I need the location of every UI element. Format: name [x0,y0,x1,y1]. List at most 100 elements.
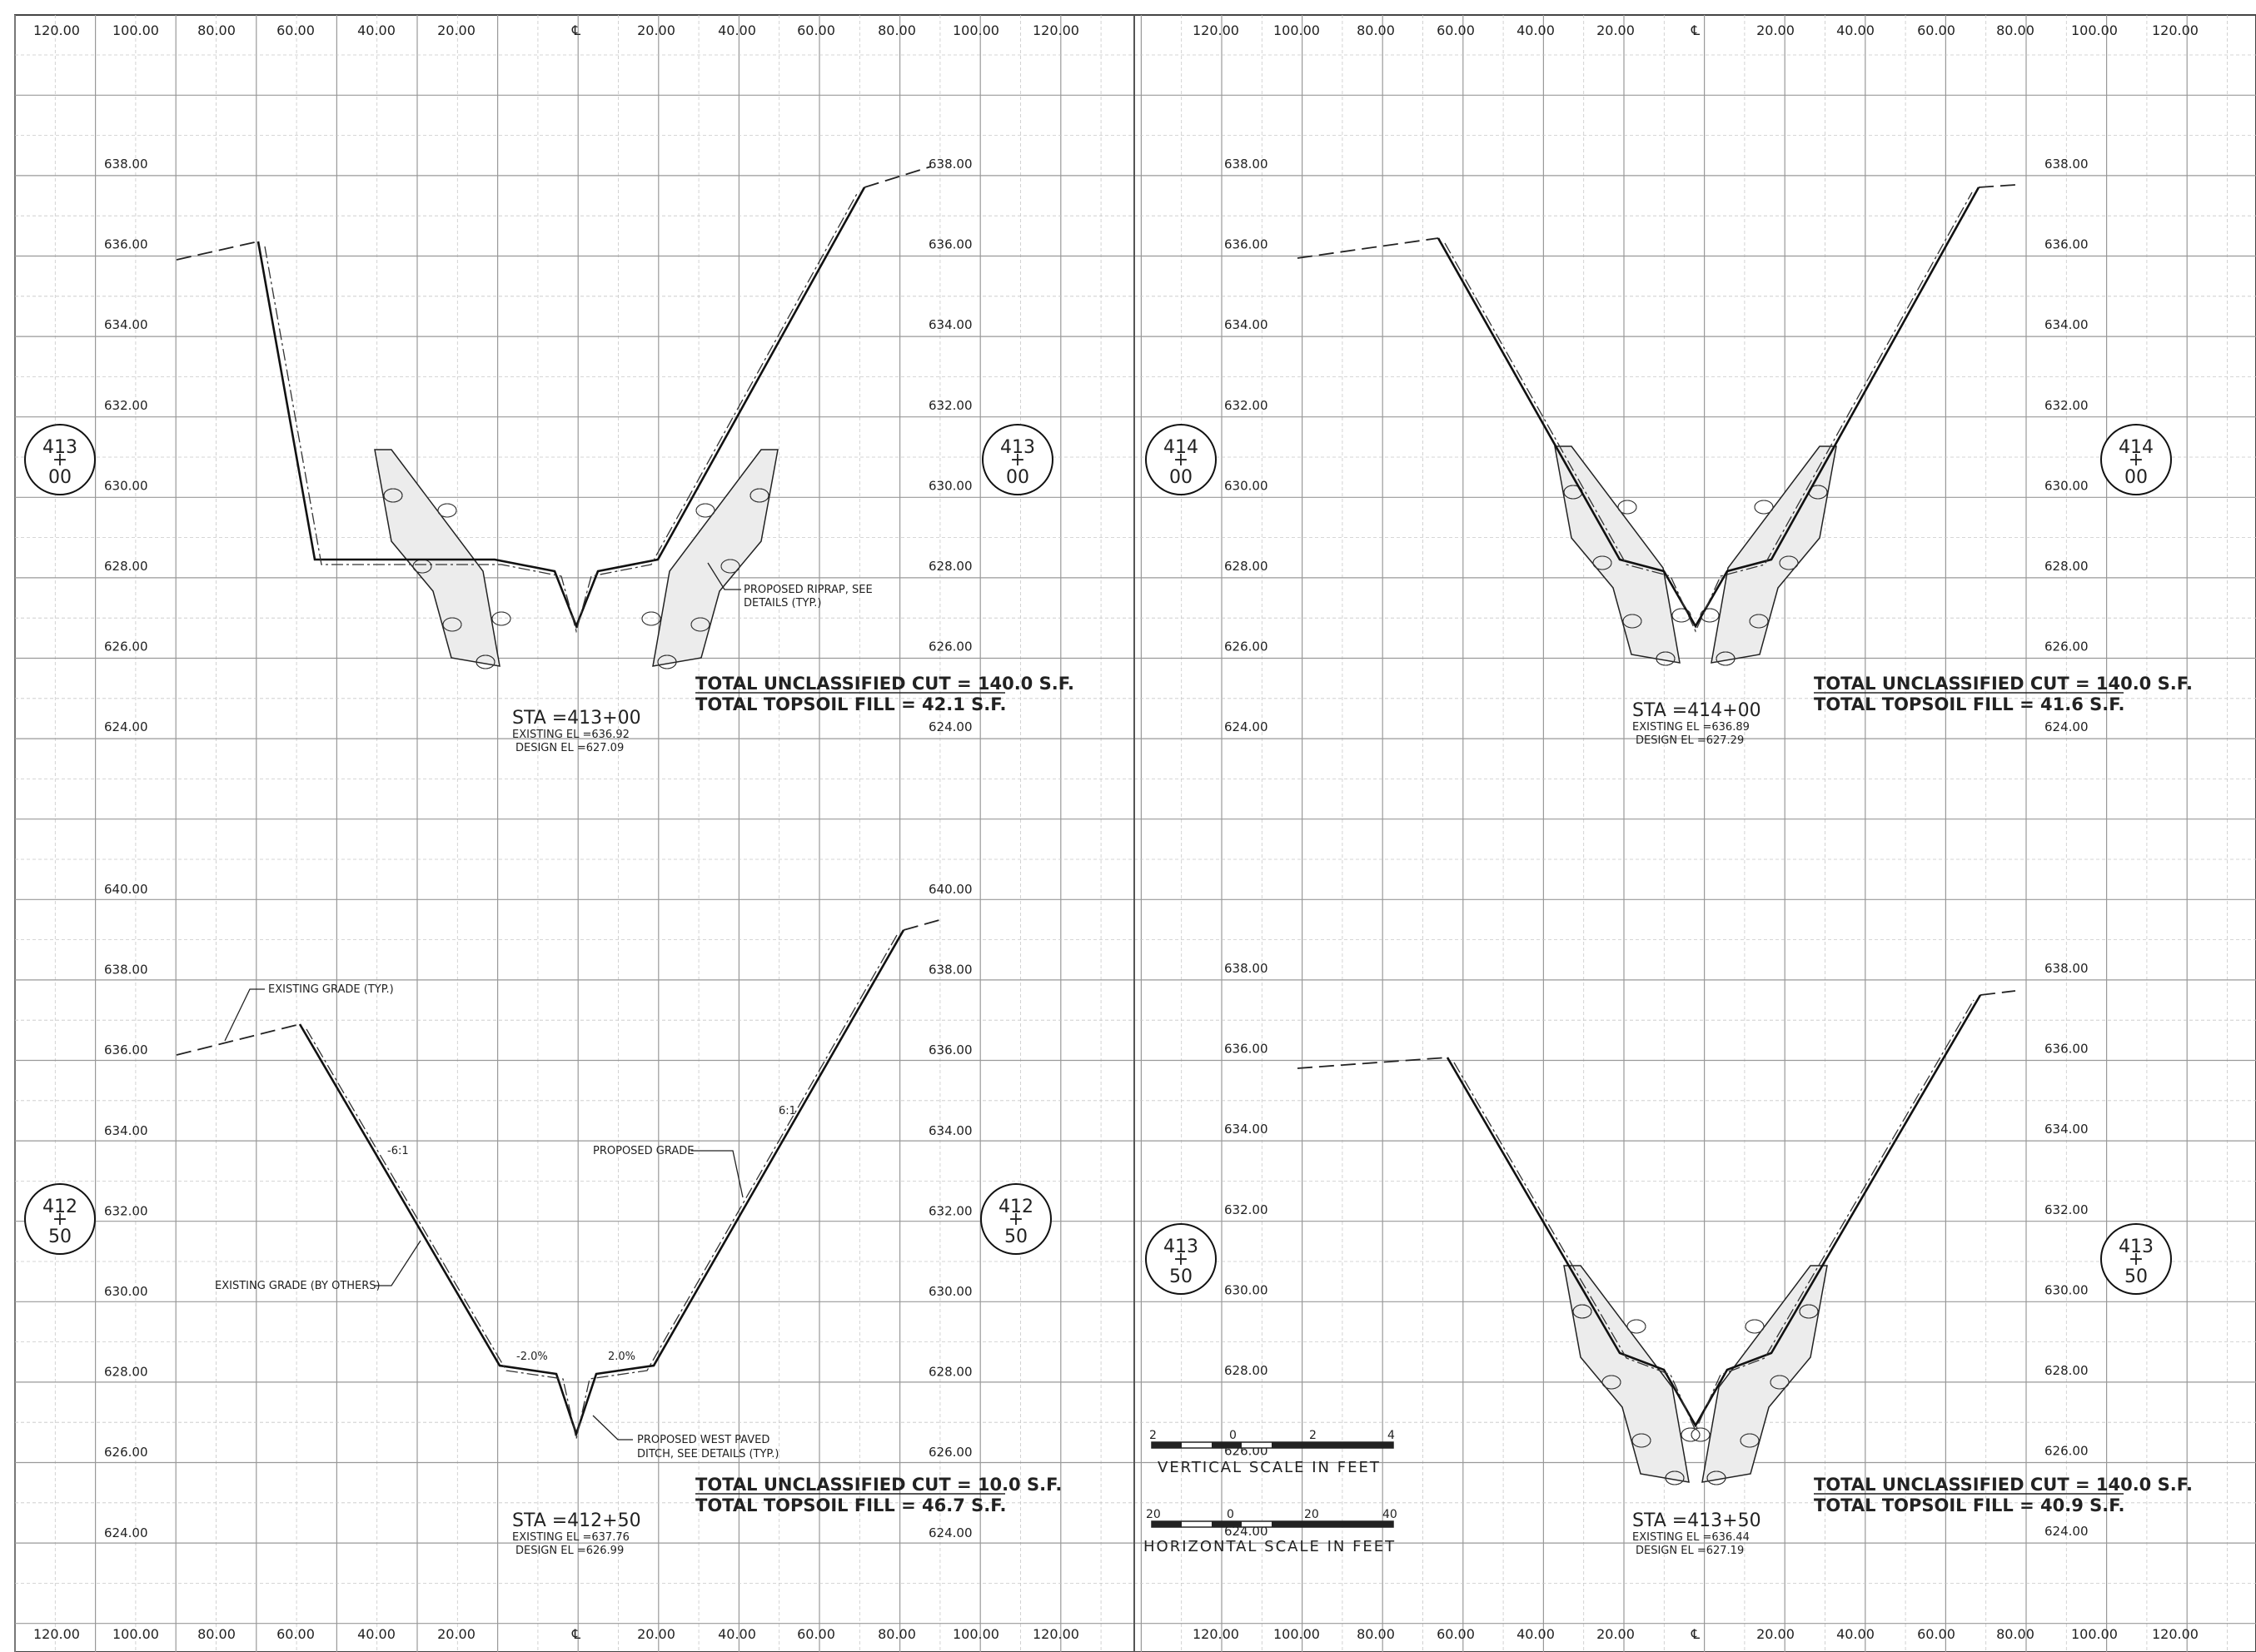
elevation-label: 632.00 [929,1203,973,1218]
elevation-label: 630.00 [1224,478,1268,493]
elevation-label: 636.00 [2044,1042,2089,1057]
elevation-label: 628.00 [104,1365,148,1380]
elevation-label: 640.00 [104,882,148,897]
design-elevation: DESIGN EL =627.19 [1636,1545,1744,1557]
station-label: STA =412+50 [512,1510,641,1531]
station-badge-top: 414 [1163,437,1198,458]
grid [14,14,2256,1652]
elevation-label: 626.00 [2044,639,2089,654]
elevation-label: 632.00 [2044,398,2089,413]
station-badge [24,1183,96,1255]
elevation-label: 632.00 [104,398,148,413]
x-tick-label: 40.00 [718,22,756,38]
elevation-label: 632.00 [104,1203,148,1218]
elevation-label: 624.00 [2044,719,2089,734]
vertical-scale-bar: 2 0 2 4 VERTICAL SCALE IN FEET [1149,1429,1395,1476]
elevation-label: 634.00 [104,317,148,332]
elevation-label: 638.00 [1224,961,1268,976]
x-tick-label: 100.00 [112,22,159,38]
x-tick-label: 60.00 [797,22,835,38]
x-tick-label: 80.00 [1357,1626,1395,1642]
plus-glyph: + [52,450,67,470]
x-tick-label: 60.00 [276,1626,315,1642]
design-elevation: DESIGN EL =627.29 [1636,734,1744,747]
station-badge-bottom: 50 [48,1227,72,1247]
elevation-label: 628.00 [104,559,148,574]
elevation-label: 624.00 [2044,1524,2089,1539]
elevation-label: 632.00 [1224,1202,1268,1217]
existing-grade-line [903,919,940,931]
elevation-label: 636.00 [1224,1042,1268,1057]
x-tick-label: 20.00 [1756,1626,1795,1642]
total-cut: TOTAL UNCLASSIFIED CUT = 10.0 S.F. [695,1475,1062,1495]
existing-ground-line [306,934,898,1440]
elevation-label: 624.00 [104,1525,148,1540]
total-cut: TOTAL UNCLASSIFIED CUT = 140.0 S.F. [1814,674,2193,694]
hscale-caption: HORIZONTAL SCALE IN FEET [1143,1538,1396,1555]
proposed-grade-line [256,187,866,629]
station-badge [1145,1223,1217,1295]
x-tick-label: 40.00 [357,1626,396,1642]
x-tick-label: 40.00 [718,1626,756,1642]
x-tick-label: 80.00 [878,22,916,38]
x-tick-label: ℄ [1691,22,1701,38]
elevation-label: 630.00 [929,478,973,493]
x-tick-label: 80.00 [878,1626,916,1642]
station-badge-bottom: 00 [48,467,72,488]
x-tick-label: 20.00 [637,1626,675,1642]
station-badge-top: 412 [999,1197,1033,1217]
x-tick-label: 100.00 [2071,22,2118,38]
x-tick-label: 20.00 [1596,22,1635,38]
elevation-label: 630.00 [2044,1282,2089,1297]
elevation-label: 630.00 [104,1284,148,1299]
elevation-label: 630.00 [104,478,148,493]
elevation-label: 636.00 [929,237,973,252]
elevation-label: 634.00 [2044,317,2089,332]
x-tick-label: 100.00 [953,22,999,38]
existing-grade-line [1297,1057,1448,1069]
station-badge-top: 412 [42,1197,77,1217]
x-tick-label: 80.00 [1996,1626,2034,1642]
station-badge-top: 413 [42,437,77,458]
elevation-label: 634.00 [929,317,973,332]
existing-elevation: EXISTING EL =636.89 [1632,721,1750,734]
x-tick-label: 80.00 [197,22,236,38]
station-badge-bottom: 00 [1006,467,1029,488]
x-tick-label: ℄ [571,22,581,38]
horizontal-scale-bar: 20 0 20 40 HORIZONTAL SCALE IN FEET [1143,1508,1397,1555]
existing-grade-line [1980,990,2016,996]
station-badge [980,1183,1052,1255]
total-fill: TOTAL TOPSOIL FILL = 41.6 S.F. [1814,694,2124,714]
x-tick-label: 120.00 [33,22,80,38]
station-badge-top: 413 [2119,1237,2154,1257]
vscale-tick: 2 [1149,1429,1157,1442]
x-tick-label: 100.00 [1273,1626,1320,1642]
x-tick-label: 80.00 [197,1626,236,1642]
station-badge-top: 414 [2119,437,2154,458]
riprap-fill [1701,1265,1828,1483]
elevation-label: 636.00 [104,1042,148,1057]
x-tick-label: 120.00 [1193,22,1239,38]
elevation-label: 636.00 [1224,237,1268,252]
plus-glyph: + [52,1209,67,1230]
x-tick-label: 80.00 [1996,22,2034,38]
proposed-grade-note: PROPOSED GRADE [593,1145,694,1157]
x-tick-label: ℄ [571,1626,581,1642]
total-cut: TOTAL UNCLASSIFIED CUT = 140.0 S.F. [1814,1475,2193,1495]
elevation-label: 632.00 [2044,1202,2089,1217]
existing-grade-line [864,166,932,188]
plus-glyph: + [1173,450,1188,470]
total-cut: TOTAL UNCLASSIFIED CUT = 140.0 S.F. [695,674,1074,694]
elevation-label: 630.00 [1224,1282,1268,1297]
existing-grade-line [176,241,259,261]
elevation-label: 638.00 [929,157,973,172]
elevation-label: 638.00 [1224,157,1268,172]
total-fill: TOTAL TOPSOIL FILL = 46.7 S.F. [695,1495,1006,1515]
x-tick-label: 60.00 [1437,22,1475,38]
existing-grade-line [1297,237,1439,259]
station-badge-bottom: 50 [1004,1227,1028,1247]
